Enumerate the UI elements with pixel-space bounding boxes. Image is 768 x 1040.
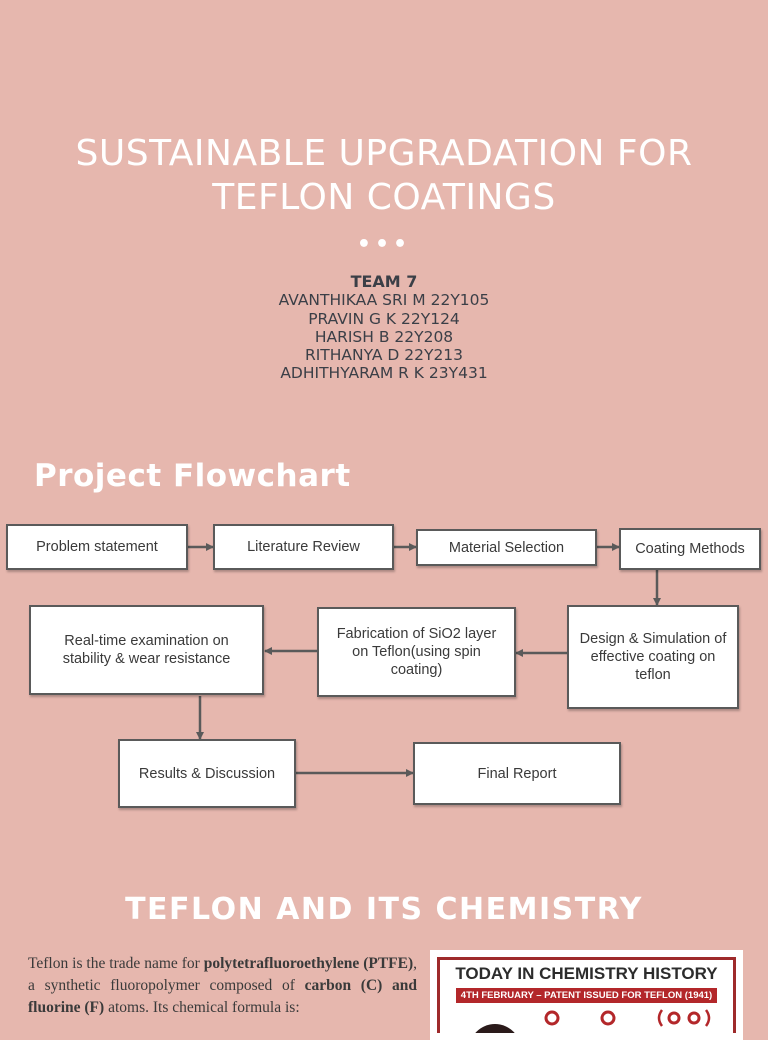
team-member: AVANTHIKAA SRI M 22Y105 [278, 291, 490, 310]
flowchart-heading: Project Flowchart [34, 458, 351, 494]
flow-step-fabrication: Fabrication of SiO2 layer on Teflon(usin… [317, 607, 516, 697]
card-frame: TODAY IN CHEMISTRY HISTORY 4TH FEBRUARY … [437, 957, 736, 1033]
flow-step-problem-statement: Problem statement [6, 524, 188, 570]
team-member: RITHANYA D 22Y213 [304, 346, 464, 365]
chemistry-term-ptfe: polytetrafluoroethylene (PTFE) [203, 955, 414, 972]
title-line-2: TEFLON COATINGS [212, 177, 556, 218]
team-member: PRAVIN G K 22Y124 [308, 309, 460, 328]
decorative-dots: ••• [356, 232, 412, 257]
title-line-1: SUSTAINABLE UPGRADATION FOR [75, 133, 693, 174]
flow-step-results-discussion: Results & Discussion [118, 739, 296, 808]
flow-step-material-selection: Material Selection [416, 529, 597, 566]
card-title: TODAY IN CHEMISTRY HISTORY [455, 964, 718, 983]
flow-step-literature-review: Literature Review [213, 524, 394, 570]
flow-step-final-report: Final Report [413, 742, 621, 805]
team-member: ADHITHYARAM R K 23Y431 [280, 364, 488, 383]
chemistry-history-card: TODAY IN CHEMISTRY HISTORY 4TH FEBRUARY … [430, 950, 743, 1040]
chemistry-text-part: , a synthetic fluoropolymer composed of [28, 955, 418, 994]
chemistry-text-part: atoms. Its chemical formula is: [104, 999, 300, 1016]
slide-title: SUSTAINABLE UPGRADATION FOR TEFLON COATI… [0, 132, 768, 220]
flow-step-examination: Real-time examination on stability & wea… [29, 605, 264, 695]
chemistry-text-part: Teflon is the trade name for [28, 955, 204, 972]
team-member: HARISH B 22Y208 [314, 327, 454, 346]
team-heading: TEAM 7 [350, 272, 418, 291]
flow-step-coating-methods: Coating Methods [619, 528, 761, 570]
ptfe-molecule-illustration [475, 1009, 711, 1033]
flow-step-design-simulation: Design & Simulation of effective coating… [567, 605, 739, 709]
chemistry-term-elements: carbon (C) and fluorine (F) [28, 977, 417, 1016]
chemistry-heading: TEFLON AND ITS CHEMISTRY [125, 892, 643, 927]
team-block: TEAM 7 AVANTHIKAA SRI M 22Y105 PRAVIN G … [0, 272, 768, 383]
chemistry-paragraph: Teflon is the trade name for polytetrafl… [28, 953, 417, 1019]
card-subtitle: 4TH FEBRUARY – PATENT ISSUED FOR TEFLON … [456, 988, 717, 1003]
